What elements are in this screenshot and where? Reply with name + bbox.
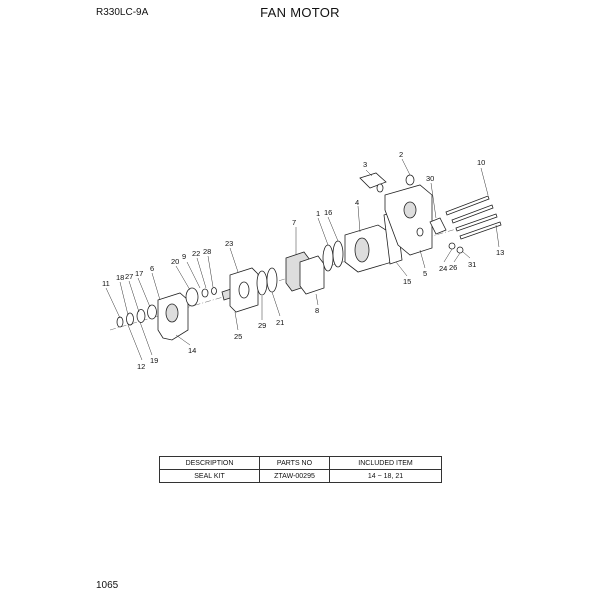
page-number: 1065 [96, 580, 119, 591]
callout-12: 12 [137, 362, 145, 371]
bolts [445, 195, 502, 240]
callout-13: 13 [496, 248, 504, 257]
callout-5: 5 [423, 269, 427, 278]
callout-18: 18 [116, 273, 124, 282]
callout-30: 30 [426, 174, 434, 183]
motor-housing [344, 224, 393, 273]
cell-description: SEAL KIT [159, 469, 260, 483]
callout-24: 24 [439, 264, 447, 273]
callout-10: 10 [477, 158, 485, 167]
leader-lines [105, 158, 500, 361]
callout-6: 6 [150, 264, 154, 273]
callout-4: 4 [355, 198, 359, 207]
column-header-included-item: INCLUDED ITEM [329, 456, 442, 470]
seal-kit-table: DESCRIPTION PARTS NO INCLUDED ITEM SEAL … [159, 456, 442, 483]
seal-rings-left [116, 304, 157, 328]
screw-and-nut [448, 242, 464, 254]
callout-29: 29 [258, 321, 266, 330]
column-header-description: DESCRIPTION [159, 456, 260, 470]
front-flange [157, 292, 189, 341]
callout-8: 8 [315, 306, 319, 315]
cell-parts-no: ZTAW-00295 [259, 469, 330, 483]
callout-26: 26 [449, 263, 457, 272]
callout-19: 19 [150, 356, 158, 365]
rear-cover [384, 184, 433, 256]
callout-2: 2 [399, 150, 403, 159]
table-row: SEAL KIT ZTAW-00295 14 ~ 18, 21 [159, 469, 442, 483]
fitting [429, 217, 447, 235]
callout-9: 9 [182, 252, 186, 261]
table-header-row: DESCRIPTION PARTS NO INCLUDED ITEM [159, 456, 442, 470]
callout-14: 14 [188, 346, 196, 355]
callout-20: 20 [171, 257, 179, 266]
plug [405, 174, 415, 186]
callout-25: 25 [234, 332, 242, 341]
cell-included-item: 14 ~ 18, 21 [329, 469, 442, 483]
page-title: FAN MOTOR [260, 5, 340, 20]
callout-3: 3 [363, 160, 367, 169]
callout-27: 27 [125, 272, 133, 281]
o-rings-middle [256, 267, 278, 296]
callout-15: 15 [403, 277, 411, 286]
column-header-parts-no: PARTS NO [259, 456, 330, 470]
solenoid-valve [359, 172, 387, 193]
bearing-parts [185, 287, 217, 307]
callout-31: 31 [468, 260, 476, 269]
gear-set [285, 251, 325, 295]
callout-28: 28 [203, 247, 211, 256]
callout-22: 22 [192, 249, 200, 258]
wear-plates [322, 240, 344, 272]
callout-numbers: 1 2 3 4 5 6 7 8 9 10 11 12 13 14 15 16 1… [102, 150, 504, 371]
callout-11: 11 [102, 279, 110, 288]
model-code: R330LC-9A [96, 7, 149, 18]
callout-1: 1 [316, 209, 320, 218]
callout-7: 7 [292, 218, 296, 227]
callout-17: 17 [135, 269, 143, 278]
callout-23: 23 [225, 239, 233, 248]
front-cover-plate [229, 267, 259, 313]
callout-21: 21 [276, 318, 284, 327]
callout-16: 16 [324, 208, 332, 217]
